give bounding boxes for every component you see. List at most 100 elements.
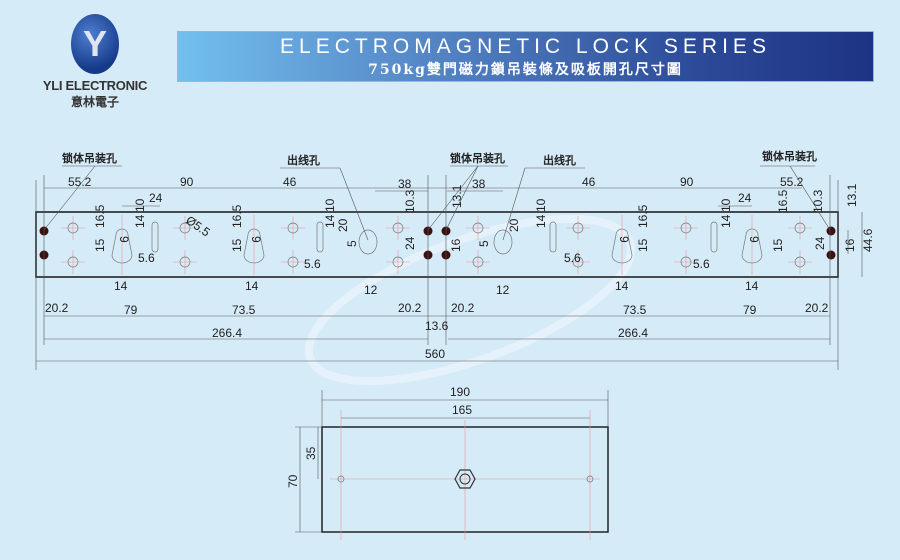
holes (39, 215, 836, 275)
dimension-label: 10 (323, 198, 337, 212)
plate-width-dim: 190 (450, 385, 470, 399)
lock-mount-hole (826, 226, 836, 236)
dimension-label: 24 (738, 191, 752, 205)
dimension-label: 560 (425, 347, 445, 361)
dimension-label: 79 (124, 303, 138, 317)
dimension-label: 20.2 (451, 301, 475, 315)
dimension-label: 44.6 (861, 228, 875, 252)
dimension-label: 16.5 (93, 204, 107, 228)
slot-hole (549, 221, 557, 253)
dimension-label: 9 (249, 236, 263, 243)
dimension-label: 5.6 (304, 257, 321, 271)
dimension-label: 38 (472, 177, 486, 191)
dimension-lines (35, 165, 863, 370)
dimension-label: 14 (114, 279, 128, 293)
screw-hole (680, 256, 692, 268)
company-name-en: YLI ELECTRONIC (42, 78, 148, 93)
dimension-label: 13.1 (450, 184, 464, 208)
dimension-label: 5.6 (564, 251, 581, 265)
dimension-label: 16.5 (230, 204, 244, 228)
dimension-label: 5 (477, 240, 491, 247)
dimension-label: 24 (813, 236, 827, 250)
dimension-label: 10.3 (403, 189, 417, 213)
keyhole-slot (741, 228, 763, 264)
wire-hole-label-left: 出线孔 (287, 153, 320, 167)
screw-hole (67, 256, 79, 268)
company-logo: Y YLI ELECTRONIC 意林電子 (30, 14, 160, 110)
screw-hole (179, 256, 191, 268)
dimension-label: 38 (398, 177, 412, 191)
dimension-label: 73.5 (232, 303, 256, 317)
wire-hole-label-right: 出线孔 (543, 153, 576, 167)
screw-hole (572, 256, 584, 268)
title-banner: ELECTROMAGNETIC LOCK SERIES 750kg雙門磁力鎖吊裝… (177, 31, 874, 82)
dimension-label: 20 (336, 218, 350, 232)
dimension-label: 24 (149, 191, 163, 205)
dimension-label: 20.2 (45, 301, 69, 315)
lock-mount-hole (826, 250, 836, 260)
dimension-label: 14 (745, 279, 759, 293)
screw-hole (472, 222, 484, 234)
lock-mount-hole-label-center: 锁体吊装孔 (450, 151, 505, 165)
dimension-label: 9 (117, 236, 131, 243)
dimension-label: 55.2 (68, 175, 92, 189)
dimension-label: 266.4 (618, 326, 648, 340)
dimension-label: 16.5 (636, 204, 650, 228)
keyhole-slot (111, 228, 133, 264)
dimension-label: 10 (534, 198, 548, 212)
screw-hole (392, 222, 404, 234)
dimension-label: Ø5.5 (183, 213, 213, 240)
dimension-label: 90 (680, 175, 694, 189)
dimension-label: 14 (245, 279, 259, 293)
series-title: ELECTROMAGNETIC LOCK SERIES (280, 35, 771, 58)
dimension-label: 5.6 (138, 251, 155, 265)
center-nut-icon (454, 469, 476, 489)
dimension-label: 14 (719, 214, 733, 228)
screw-hole (179, 222, 191, 234)
wire-hole (358, 229, 378, 255)
dimension-label: 10.3 (811, 189, 825, 213)
screw-hole (287, 222, 299, 234)
dimension-label: 266.4 (212, 326, 242, 340)
logo-letter: Y (82, 23, 107, 64)
screw-hole (392, 256, 404, 268)
dimension-label: 73.5 (623, 303, 647, 317)
drawing-subtitle: 750kg雙門磁力鎖吊裝條及吸板開孔尺寸圖 (368, 62, 683, 78)
dimension-label: 90 (180, 175, 194, 189)
screw-hole (680, 222, 692, 234)
plate-hole-spacing-dim: 165 (452, 403, 472, 417)
dimension-label: 12 (364, 283, 378, 297)
dimension-label: 5 (345, 240, 359, 247)
keyhole-slot (243, 228, 265, 264)
dimension-label: 13.6 (425, 319, 449, 333)
dimension-label: 9 (617, 236, 631, 243)
dimension-label: 46 (283, 175, 297, 189)
dimension-label: 5.6 (693, 257, 710, 271)
dimension-label: 16 (843, 238, 857, 252)
dimension-label: 16 (449, 238, 463, 252)
screw-hole (287, 256, 299, 268)
lock-mount-hole-label-right: 锁体吊装孔 (762, 149, 817, 163)
dimension-label: 15 (93, 238, 107, 252)
dimension-label: 14 (615, 279, 629, 293)
dimension-label: 15 (636, 238, 650, 252)
screw-hole (472, 256, 484, 268)
screw-hole (572, 222, 584, 234)
slot-hole (316, 221, 324, 253)
keyhole-slot (611, 228, 633, 264)
slot-hole (710, 221, 718, 253)
screw-hole (794, 256, 806, 268)
dimension-label: 20.2 (398, 301, 422, 315)
wire-hole (493, 229, 513, 255)
dimension-label: 12 (496, 283, 510, 297)
watermark (304, 215, 636, 385)
dimension-label: 20.2 (805, 301, 829, 315)
dimension-label: 10 (133, 198, 147, 212)
dimension-label: 55.2 (780, 175, 804, 189)
screw-hole (67, 222, 79, 234)
dimension-label: 10 (719, 198, 733, 212)
dimension-label: 14 (323, 214, 337, 228)
logo-mark-icon: Y (71, 14, 119, 74)
dimension-label: 14 (534, 214, 548, 228)
